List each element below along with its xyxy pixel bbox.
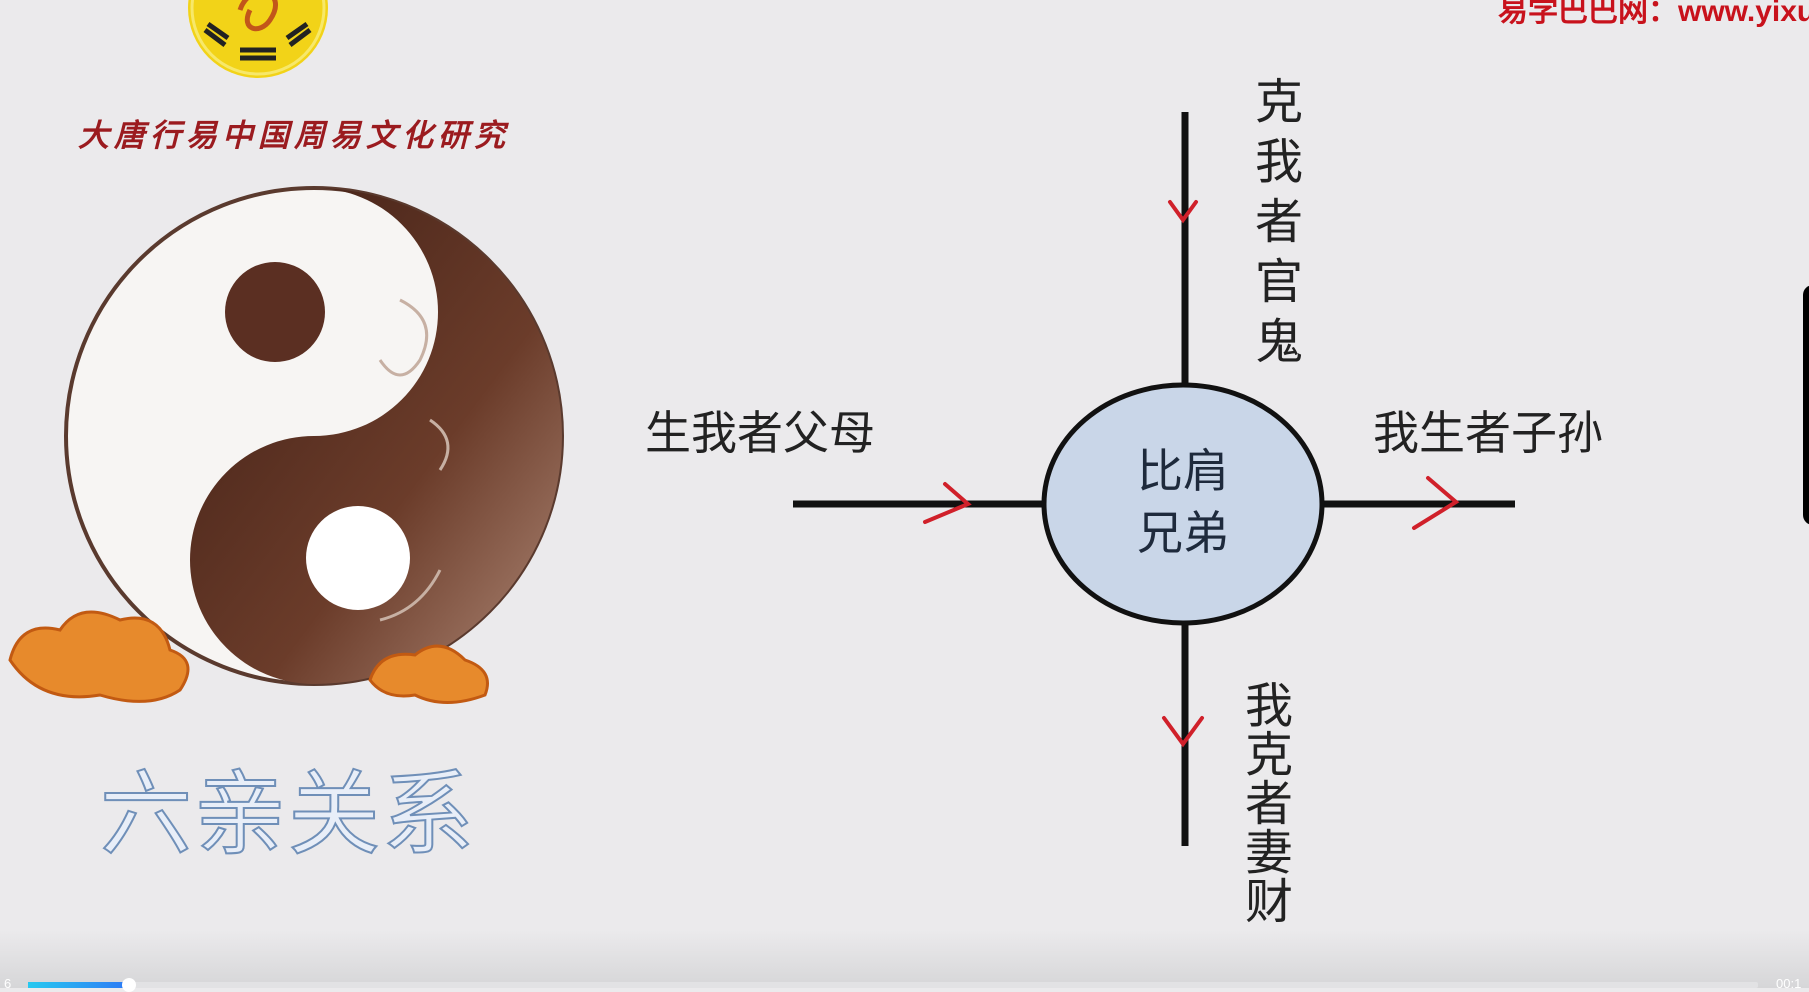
progress-scrubber-handle[interactable]: [121, 978, 136, 992]
elapsed-time: 6: [4, 976, 12, 991]
label-top: 克我者官鬼: [1254, 74, 1303, 370]
progress-bar[interactable]: [28, 982, 1758, 988]
center-label: 比肩 兄弟: [1083, 440, 1283, 564]
duration-time: 00:1: [1776, 976, 1802, 991]
relationship-diagram: [793, 112, 1515, 846]
yin-yang-illustration: [8, 186, 564, 704]
site-watermark-text: 易学巴巴网：www.yixue: [1498, 0, 1809, 28]
progress-fill: [28, 982, 125, 988]
arrow-down-bottom: [1162, 716, 1204, 748]
label-bottom: 我克者妻财: [1244, 678, 1293, 930]
label-left: 生我者父母: [645, 406, 875, 460]
player-controls-gradient: [0, 930, 1809, 988]
label-right: 我生者子孙: [1373, 406, 1603, 460]
center-label-line1: 比肩: [1137, 444, 1229, 498]
page-title: 六亲关系: [99, 760, 477, 869]
logo-caption: 大唐行易中国周易文化研究: [78, 118, 510, 154]
side-panel-handle[interactable]: [1803, 285, 1809, 525]
center-label-line2: 兄弟: [1137, 506, 1229, 560]
arrow-down-top: [1168, 200, 1198, 224]
center-circle: [1041, 382, 1325, 626]
arrow-right-right: [1412, 476, 1460, 530]
cloud-ornament: [8, 610, 489, 704]
logo-emblem: [188, 0, 328, 78]
arrow-right-left: [923, 482, 972, 524]
